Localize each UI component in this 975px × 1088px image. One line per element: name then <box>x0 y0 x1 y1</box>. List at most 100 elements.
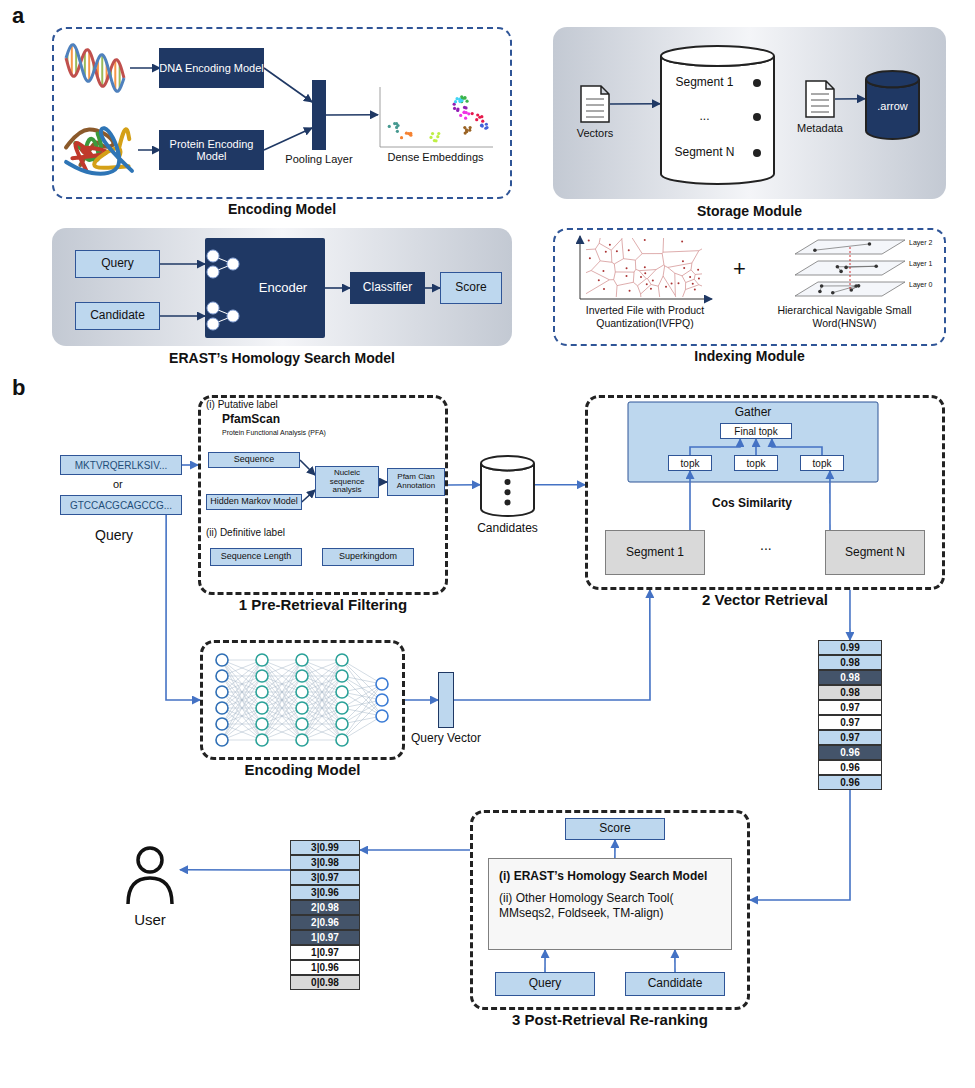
centroid <box>681 241 683 243</box>
connector <box>755 439 757 455</box>
embedding-point <box>464 106 467 109</box>
centroid <box>640 276 642 278</box>
embedding-point <box>405 132 408 135</box>
hnsw-link <box>822 285 859 286</box>
connector <box>610 103 660 105</box>
process-box: MKTVRQERLKSIV... <box>60 455 182 475</box>
node-text: Final topk <box>734 426 777 437</box>
neuron <box>256 718 268 730</box>
caption: Candidates <box>477 521 538 535</box>
model-box: DNA Encoding Model <box>159 48 264 88</box>
neuron <box>256 734 268 746</box>
segment-dot <box>505 489 511 495</box>
embedding-point <box>436 135 439 138</box>
nn-link <box>262 660 302 740</box>
node-text: topk <box>813 458 832 469</box>
connector <box>689 471 691 530</box>
embedding-point <box>475 118 478 121</box>
caption: Pooling Layer <box>285 153 352 166</box>
neuron <box>336 686 348 698</box>
connector <box>405 699 438 701</box>
hnsw-node <box>857 284 861 288</box>
embedding-point <box>485 123 488 126</box>
node-text: .arrow <box>865 100 920 112</box>
neuron <box>336 718 348 730</box>
module-panel: VectorsSegment 1...Segment NMetadata.arr… <box>553 27 946 199</box>
neuron <box>256 670 268 682</box>
nn-link <box>262 692 302 740</box>
caption: Storage Module <box>697 203 802 220</box>
topk-box: Final topk <box>720 423 792 439</box>
neuron <box>296 670 308 682</box>
caption: Inverted File with Product Quantization(… <box>560 304 730 329</box>
node-text: Hidden Markov Model <box>210 497 298 507</box>
score-cell: 0.98 <box>818 655 882 670</box>
topk-box: topk <box>668 455 712 471</box>
connector <box>425 287 440 289</box>
cylinder-top <box>661 46 774 66</box>
centroid <box>589 257 591 259</box>
file-line <box>811 100 829 101</box>
embedding-point <box>485 126 488 129</box>
node-text: Pfam Clan Annotation <box>388 473 444 491</box>
node-text: Candidate <box>90 309 145 322</box>
file-line <box>586 99 604 100</box>
node-text: Candidate <box>648 977 703 990</box>
nn-link <box>302 660 342 708</box>
caption: Vectors <box>577 127 614 140</box>
embedding-point <box>480 115 483 118</box>
nn-link <box>342 660 382 684</box>
axis <box>580 299 712 300</box>
centroid <box>626 275 628 277</box>
node-text: Segment N <box>660 145 749 159</box>
segment-dot <box>753 149 761 157</box>
nn-link <box>262 692 302 740</box>
process-box: Query <box>75 250 160 278</box>
score-cell: 0.97 <box>818 730 882 745</box>
panel-fill <box>52 228 512 346</box>
centroid <box>694 288 696 290</box>
connector <box>264 68 312 102</box>
embedding-plot: Dense Embeddings <box>378 85 493 147</box>
label: Layer 0 <box>909 281 932 289</box>
embedding-point <box>409 132 412 135</box>
file-line <box>586 117 604 118</box>
panel-fill <box>553 27 946 199</box>
score-cell: 3|0.97 <box>290 870 360 885</box>
connector <box>448 484 480 486</box>
nn-link <box>302 660 342 708</box>
neuron <box>296 734 308 746</box>
score-list: 3|0.993|0.983|0.973|0.962|0.982|0.961|0.… <box>290 840 360 990</box>
score-cell: 1|0.97 <box>290 930 360 945</box>
user-body <box>128 878 172 904</box>
score-cell: 1|0.97 <box>290 945 360 960</box>
neuron <box>256 686 268 698</box>
arrow <box>138 149 160 151</box>
centroid <box>644 266 646 268</box>
embedding-point <box>458 99 461 102</box>
caption: 3 Post-Retrieval Re-ranking <box>512 1011 708 1029</box>
nn-link <box>302 692 342 740</box>
neuron <box>336 734 348 746</box>
score-cell: 2|0.98 <box>290 900 360 915</box>
label: a <box>12 4 24 28</box>
centroid <box>605 251 607 253</box>
connector <box>180 869 290 871</box>
nn-link <box>222 660 262 708</box>
hnsw-link <box>815 244 870 250</box>
nn-link <box>222 692 262 740</box>
score-cell: 1|0.96 <box>290 960 360 975</box>
neuron <box>216 654 228 666</box>
score-cell: 0.97 <box>818 700 882 715</box>
node-text: (ii) Other Homology Search Tool( MMseqs2… <box>499 891 721 922</box>
centroid <box>644 272 646 274</box>
neuron <box>296 702 308 714</box>
caption: Query Vector <box>411 731 481 745</box>
process-box: Score <box>565 818 665 840</box>
cylinder-top <box>866 71 919 87</box>
cylinder-body <box>661 56 774 184</box>
process-box: Superkingdom <box>322 548 414 566</box>
dashed-panel: DNA Encoding ModelProtein Encoding Model… <box>52 27 512 199</box>
connector <box>454 590 650 700</box>
segment-dot <box>753 79 761 87</box>
